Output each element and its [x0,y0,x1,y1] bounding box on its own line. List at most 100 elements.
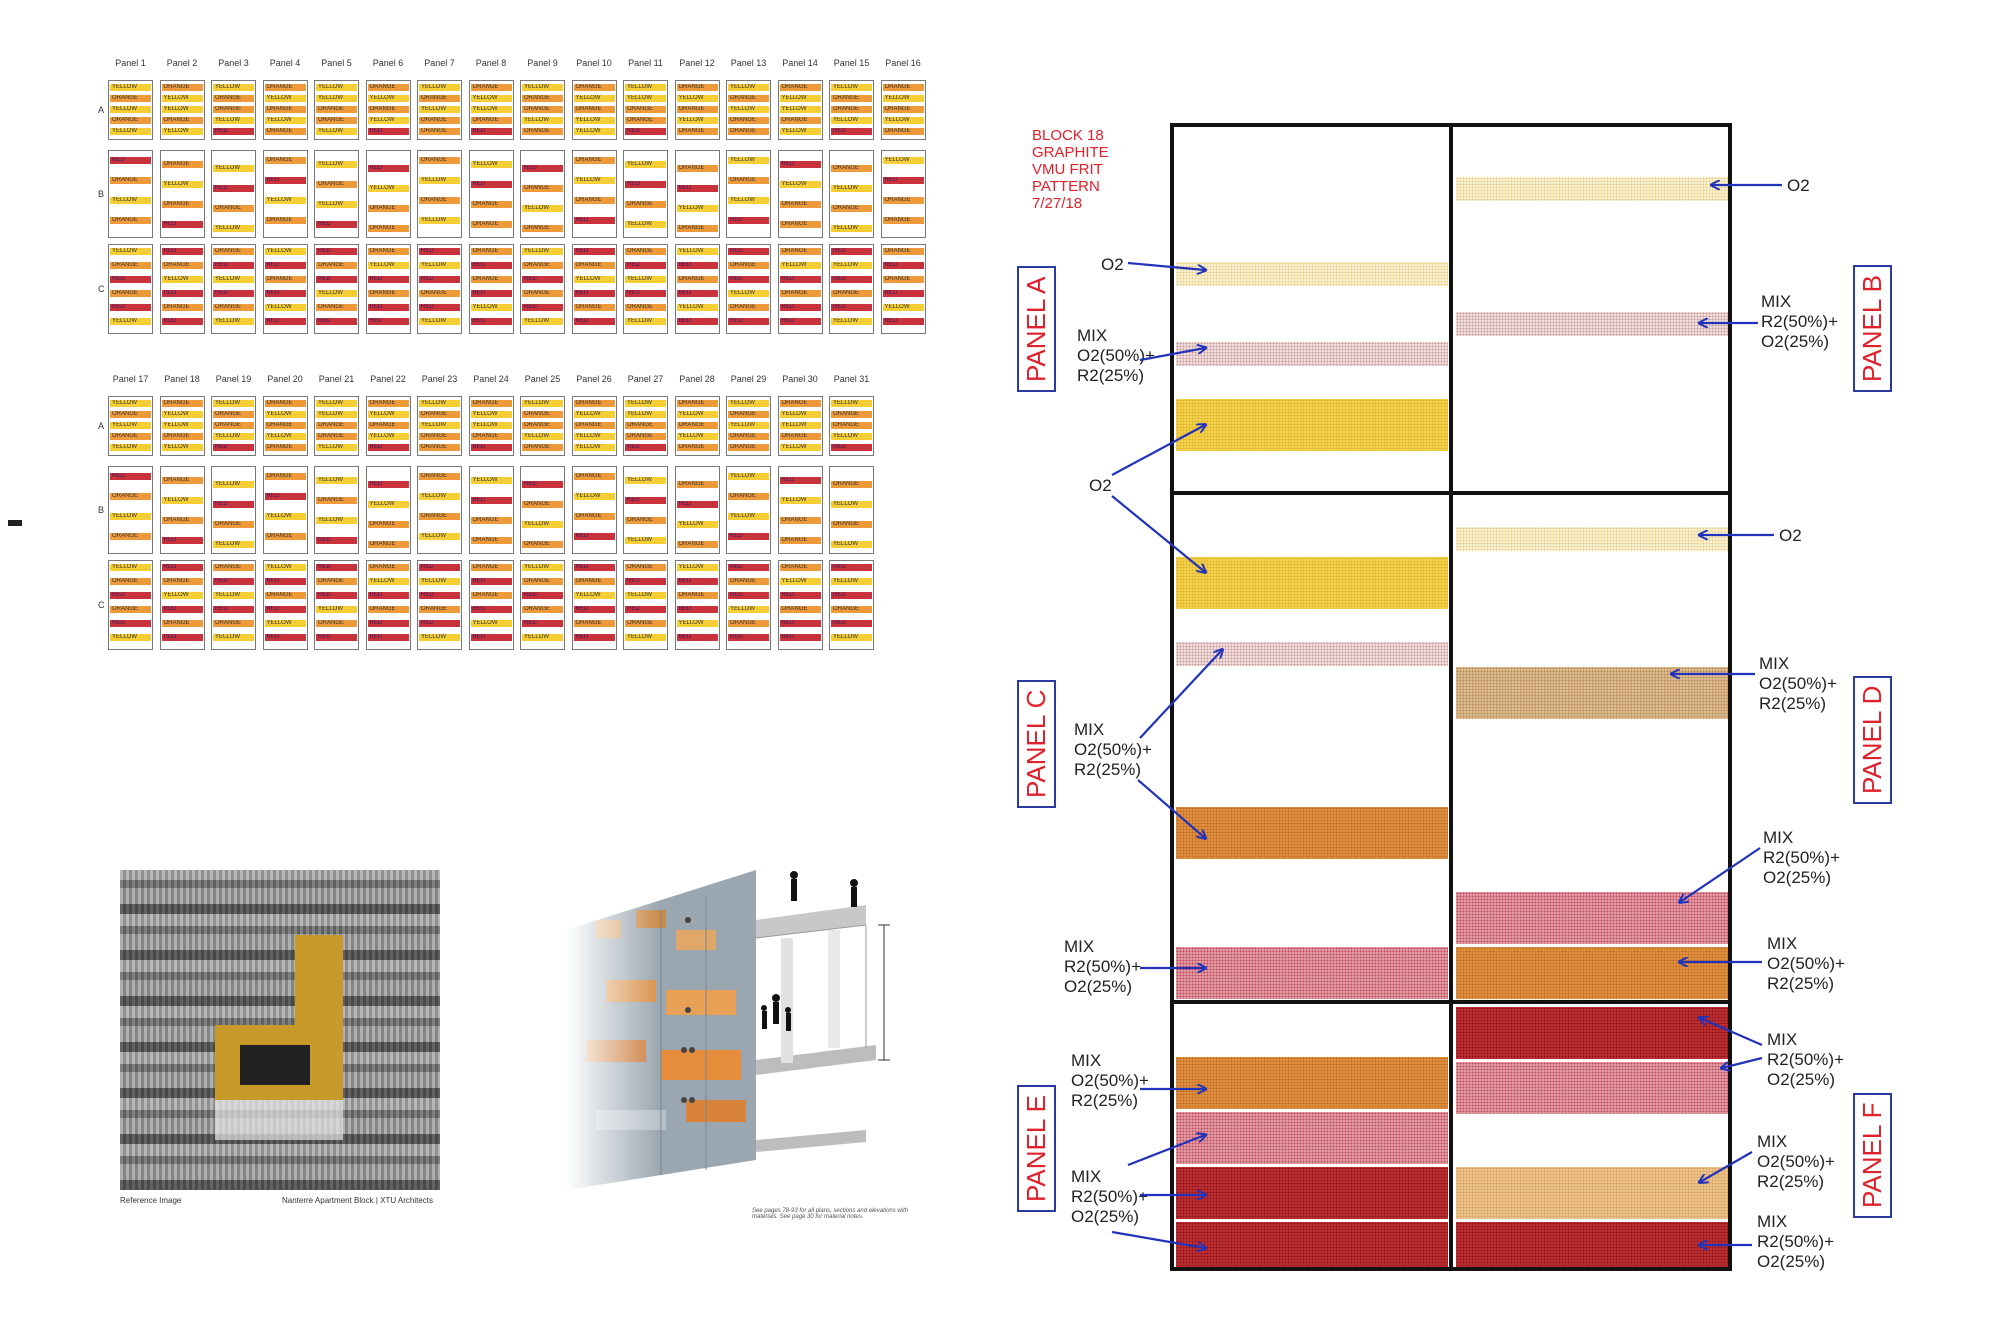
frit-stripe: ORANGE [831,165,872,172]
label-e-mix2: MIX R2(50%)+ O2(25%) [1071,1167,1148,1227]
frit-stripe: ORANGE [264,217,306,224]
frit-stripe: ORANGE [625,304,666,311]
frit-stripe: YELLOW [213,433,254,440]
frit-stripe: ORANGE [779,248,821,255]
frit-stripe: RED [264,177,306,184]
frit-stripe: ORANGE [367,205,409,212]
frit-stripe: ORANGE [470,248,512,255]
frit-stripe: YELLOW [367,117,409,124]
frit-stripe: YELLOW [161,128,203,135]
panel-header: Panel 23 [421,374,458,384]
frit-stripe: ORANGE [882,276,924,283]
frit-stripe: YELLOW [573,493,615,500]
frit-stripe: RED [367,444,409,451]
frit-stripe: YELLOW [522,634,563,641]
frit-stripe: RED [161,606,203,613]
frit-stripe: ORANGE [367,84,409,91]
frit-stripe: ORANGE [419,157,460,164]
frit-stripe: YELLOW [316,411,357,418]
label-a-mix-3: R2(25%) [1077,366,1145,385]
frit-stripe: YELLOW [728,157,769,164]
frit-stripe: YELLOW [367,433,409,440]
label-d-mix-1: MIX [1759,654,1790,673]
frit-stripe: YELLOW [573,592,615,599]
frit-stripe: ORANGE [161,433,203,440]
band-d1 [1456,527,1728,551]
row-label-c: C [98,600,105,610]
label-d-mix3-1: MIX [1767,934,1798,953]
frit-stripe: ORANGE [110,533,151,540]
frit-stripe: RED [522,276,563,283]
frit-stripe: ORANGE [264,157,306,164]
frit-stripe: RED [573,248,615,255]
frit-stripe: RED [831,564,872,571]
frit-stripe: YELLOW [264,513,306,520]
frit-stripe: ORANGE [470,537,512,544]
frit-stripe: RED [264,578,306,585]
frit-stripe: YELLOW [470,304,512,311]
frit-stripe: YELLOW [522,248,563,255]
frit-stripe: ORANGE [573,578,615,585]
frit-stripe: ORANGE [676,276,718,283]
panel-tag-e: PANEL E [1017,1085,1056,1212]
frit-stripe: YELLOW [573,128,615,135]
frit-stripe: RED [264,290,306,297]
frit-stripe: ORANGE [676,225,718,232]
frit-stripe: YELLOW [831,225,872,232]
frit-stripe: YELLOW [161,411,203,418]
frit-stripe: RED [213,578,254,585]
frit-stripe: RED [419,564,460,571]
frit-stripe: YELLOW [676,564,718,571]
label-c-mix-2: O2(50%)+ [1074,740,1152,759]
frit-stripe: ORANGE [161,400,203,407]
frit-stripe: RED [882,318,924,325]
frit-stripe: YELLOW [522,205,563,212]
frit-stripe: RED [573,606,615,613]
frit-stripe: RED [316,592,357,599]
frit-stripe: ORANGE [161,578,203,585]
frit-stripe: ORANGE [831,411,872,418]
frit-stripe: ORANGE [316,497,357,504]
frit-stripe: ORANGE [882,128,924,135]
frit-stripe: ORANGE [831,290,872,297]
frit-stripe: ORANGE [367,106,409,113]
frit-stripe: ORANGE [676,128,718,135]
frit-stripe: ORANGE [419,411,460,418]
panel-header: Panel 11 [628,58,663,68]
frit-stripe: ORANGE [419,197,460,204]
frit-stripe: YELLOW [728,84,769,91]
frit-stripe: ORANGE [625,620,666,627]
frit-stripe: YELLOW [573,177,615,184]
frit-stripe: RED [625,444,666,451]
frit-stripe: ORANGE [470,221,512,228]
frit-stripe: RED [161,318,203,325]
frit-stripe: RED [161,290,203,297]
frit-stripe: YELLOW [882,157,924,164]
frit-stripe: RED [522,304,563,311]
frit-stripe: RED [573,533,615,540]
frit-stripe: ORANGE [573,262,615,269]
frit-stripe: RED [625,578,666,585]
frit-stripe: YELLOW [625,411,666,418]
frit-stripe: YELLOW [831,433,872,440]
label-f-mix3-1: MIX [1757,1212,1788,1231]
frit-stripe: RED [522,592,563,599]
label-d-mix3: MIX O2(50%)+ R2(25%) [1767,934,1845,994]
frit-stripe: ORANGE [161,161,203,168]
frit-stripe: ORANGE [264,533,306,540]
